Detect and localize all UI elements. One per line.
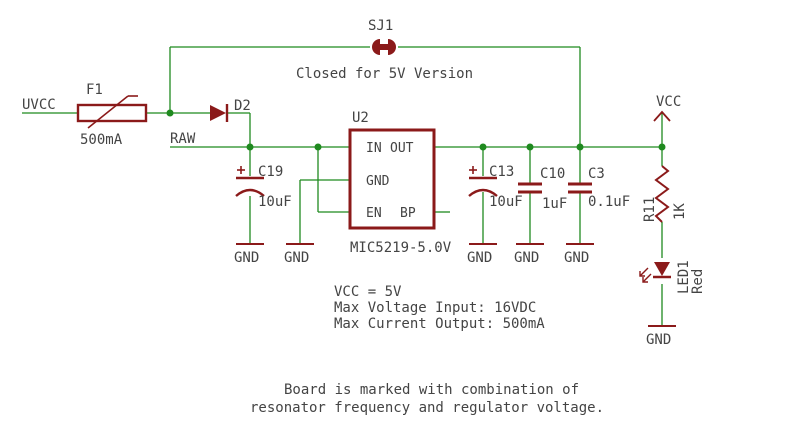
led-led1	[639, 262, 671, 283]
u2-in-pin: IN	[366, 141, 382, 156]
c3-value: 0.1uF	[588, 194, 630, 210]
spec-note-max-input: Max Voltage Input: 16VDC	[334, 300, 536, 316]
c3-label: C3	[588, 166, 605, 182]
capacitor-c13	[468, 166, 498, 197]
c13-value: 10uF	[489, 194, 523, 210]
u2-gnd-pin: GND	[366, 174, 390, 189]
gnd-label: GND	[284, 250, 309, 266]
board-note-line2: resonator frequency and regulator voltag…	[250, 400, 604, 416]
sj1-note: Closed for 5V Version	[296, 66, 473, 82]
c13-label: C13	[489, 164, 514, 180]
gnd-label: GND	[646, 332, 671, 348]
junctions	[166, 109, 666, 151]
resistor-r11	[654, 165, 670, 223]
sj1-label: SJ1	[368, 18, 393, 34]
diode-d2	[210, 104, 229, 122]
u2-label: U2	[352, 110, 369, 126]
u2-en-pin: EN	[366, 206, 382, 221]
gnd-label: GND	[234, 250, 259, 266]
c10-value: 1uF	[542, 196, 567, 212]
raw-label: RAW	[170, 131, 196, 147]
led1-label: LED1	[676, 260, 692, 294]
capacitor-c10	[518, 182, 542, 194]
junction-dot	[526, 143, 534, 151]
gnd-label: GND	[514, 250, 539, 266]
f1-label: F1	[86, 82, 103, 98]
junction-dot	[314, 143, 322, 151]
labels: UVCC F1 500mA SJ1 Closed for 5V Version …	[22, 18, 706, 416]
junction-dot	[576, 143, 584, 151]
uvcc-label: UVCC	[22, 97, 56, 113]
capacitor-c19	[235, 166, 265, 197]
f1-value: 500mA	[80, 132, 123, 148]
gnd-label: GND	[564, 250, 589, 266]
junction-dot	[246, 143, 254, 151]
junction-dot	[479, 143, 487, 151]
vcc-label: VCC	[656, 94, 681, 110]
u2-bp-pin: BP	[400, 206, 416, 221]
junction-dot	[166, 109, 174, 117]
regulator-u2	[348, 128, 436, 230]
gnd-label: GND	[467, 250, 492, 266]
u2-out-pin: OUT	[390, 141, 414, 156]
c19-label: C19	[258, 164, 283, 180]
vcc-supply-symbol	[653, 110, 671, 122]
led1-color: Red	[690, 269, 706, 294]
fuse-f1	[76, 95, 148, 129]
capacitor-c3	[568, 182, 592, 194]
u2-part-number: MIC5219-5.0V	[350, 240, 452, 256]
wires	[22, 46, 663, 326]
c10-label: C10	[540, 166, 565, 182]
spec-note-max-output: Max Current Output: 500mA	[334, 316, 545, 332]
solder-jumper-sj1	[372, 39, 396, 55]
r11-value: 1K	[672, 203, 688, 220]
junction-dot	[658, 143, 666, 151]
r11-label: R11	[642, 197, 658, 222]
spec-note-vcc: VCC = 5V	[334, 284, 402, 300]
d2-label: D2	[234, 98, 251, 114]
ground-symbols	[236, 243, 676, 327]
c19-value: 10uF	[258, 194, 292, 210]
board-note-line1: Board is marked with combination of	[284, 382, 579, 398]
